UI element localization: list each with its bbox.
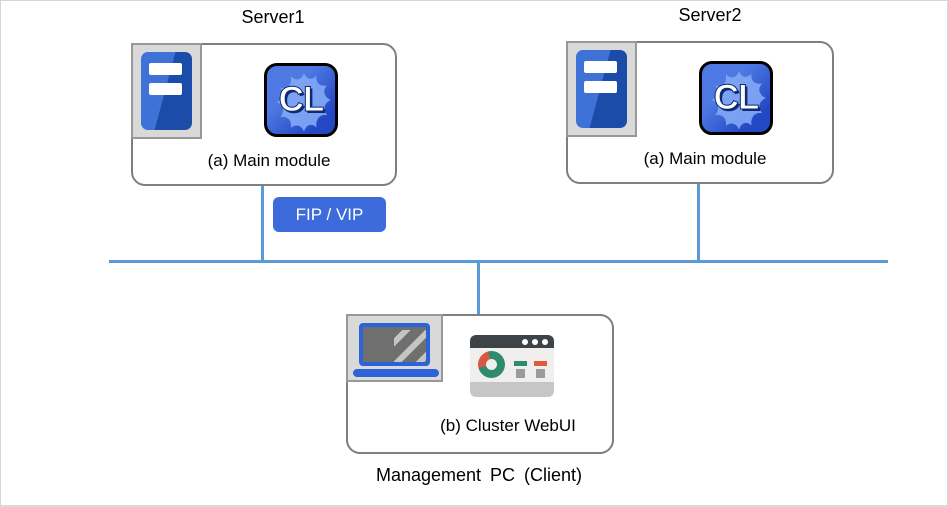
server1-box: CL (a) Main module [131,43,397,186]
server-tower-glyph [141,52,192,130]
mini-bar-red [534,361,547,366]
browser-titlebar [470,335,554,348]
laptop-screen [359,323,430,366]
mini-square [516,369,525,378]
screen-glare [394,330,426,362]
server1-title: Server1 [241,7,305,27]
titlebar-dot [542,339,548,345]
cl-app-label: CL [278,80,325,120]
browser-content [470,348,554,382]
server-tower-glyph [576,50,627,128]
server-slot-bar [149,63,182,75]
splash-shape [711,70,767,130]
management-pc-caption: Management PC (Client) [375,465,583,485]
client-network-drop-line [477,261,480,315]
mini-square [536,369,545,378]
cl-app-icon: CL [264,63,338,137]
browser-dashboard-icon [470,335,554,397]
titlebar-dot [522,339,528,345]
laptop-base [353,369,439,377]
network-line-horizontal [109,260,888,263]
server-slot-bar [584,81,617,93]
server-tower-icon [131,43,202,139]
server1-module-label: (a) Main module [207,151,331,170]
mini-bar-green [514,361,527,366]
server-slot-bar [149,83,182,95]
cl-app-icon: CL [699,61,773,135]
server2-network-drop-line [697,184,700,263]
titlebar-dot [532,339,538,345]
server2-box: CL (a) Main module [566,41,834,184]
server1-network-drop-line [261,186,264,263]
splash-shape [276,72,332,132]
fip-vip-badge: FIP / VIP [273,197,386,232]
server2-title: Server2 [678,5,742,25]
cl-app-label: CL [713,78,760,118]
laptop-icon [346,314,443,382]
cluster-webui-label: (b) Cluster WebUI [440,416,576,435]
browser-footer [470,382,554,397]
server-tower-icon [566,41,637,137]
server-slot-bar [584,61,617,73]
server2-module-label: (a) Main module [643,149,767,168]
management-pc-box: (b) Cluster WebUI [346,314,614,454]
donut-chart-icon [478,351,505,378]
